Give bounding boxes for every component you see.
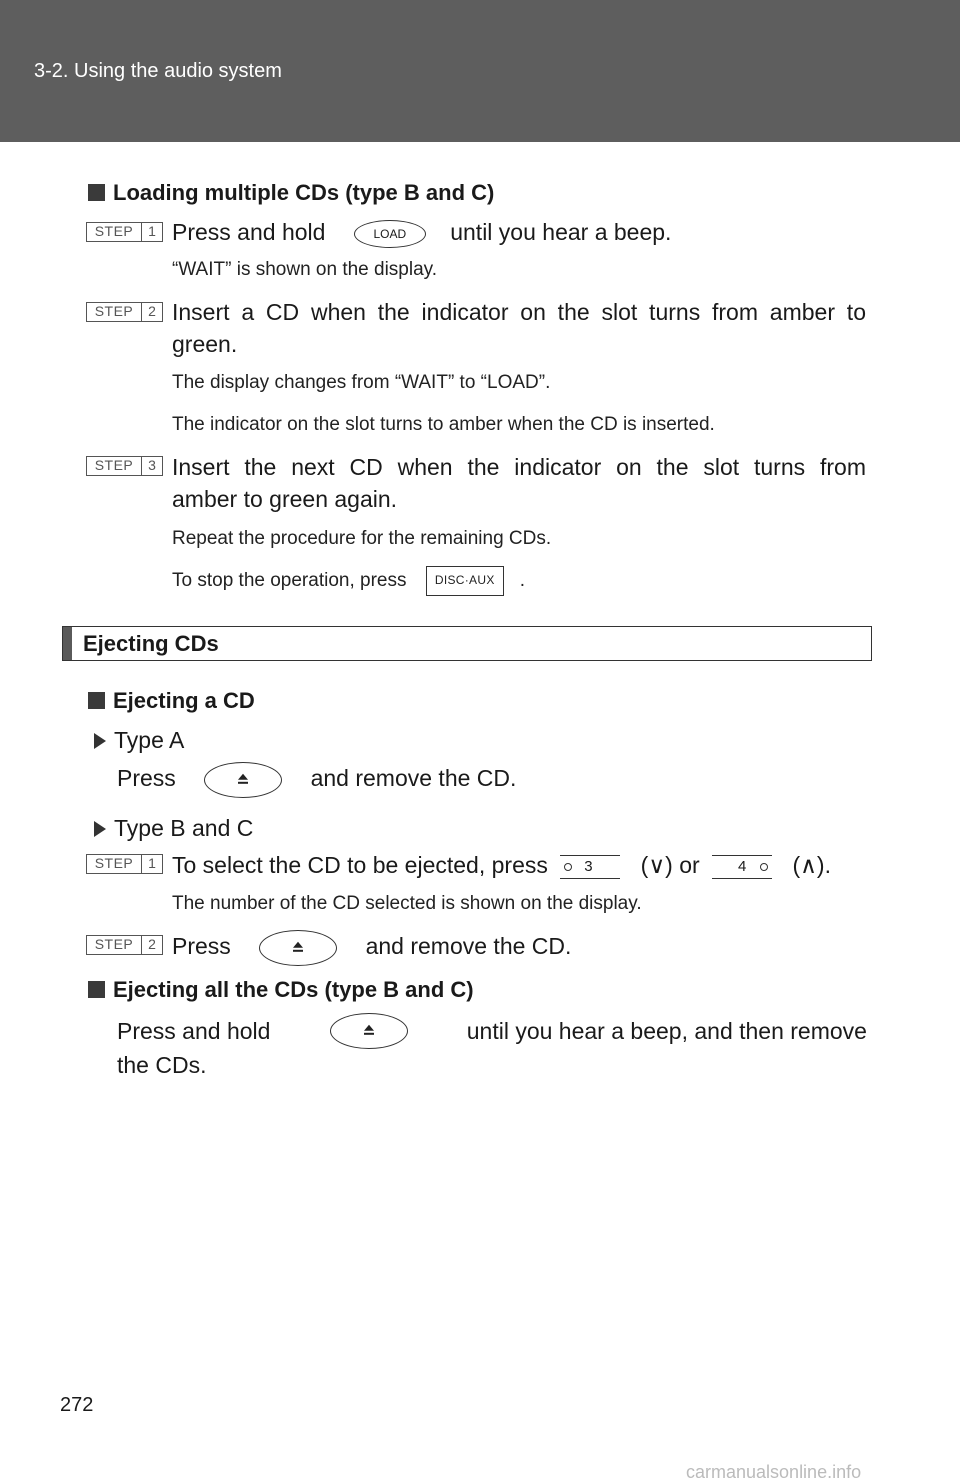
page-header: 3-2. Using the audio system — [0, 0, 960, 142]
section-title: 3-2. Using the audio system — [34, 60, 282, 82]
square-bullet-icon — [88, 692, 105, 709]
loading-heading: Loading multiple CDs (type B and C) — [88, 180, 494, 206]
eject-icon — [293, 941, 304, 952]
dot-icon — [760, 862, 769, 871]
loading-step1-note: “WAIT” is shown on the display. — [172, 259, 438, 280]
section-bar-ejecting: Ejecting CDs — [62, 626, 872, 661]
eject-button[interactable] — [259, 930, 338, 966]
type-a-text: Press and remove the CD. — [117, 762, 516, 798]
loading-step3-note2: To stop the operation, press DISC·AUX. — [172, 566, 525, 596]
loading-step3-note1: Repeat the procedure for the remaining C… — [172, 528, 552, 549]
loading-step2-note2: The indicator on the slot turns to amber… — [172, 414, 715, 435]
eject-all-text: Press and hold until you hear a beep, an… — [117, 1013, 867, 1081]
type-bc-label: Type B and C — [94, 812, 253, 844]
loading-step2-text: Insert a CD when the indicator on the sl… — [172, 299, 866, 357]
section-bar-title: Ejecting CDs — [83, 631, 219, 656]
eject-button[interactable] — [329, 1013, 408, 1049]
loading-step1-text: Press and hold LOAD until you hear a bee… — [172, 216, 671, 248]
eject-icon — [363, 1024, 374, 1035]
eject-all-heading-text: Ejecting all the CDs (type B and C) — [113, 977, 474, 1002]
section-bar-accent — [63, 627, 72, 660]
square-bullet-icon — [88, 184, 105, 201]
eject-one-heading: Ejecting a CD — [88, 688, 255, 714]
square-bullet-icon — [88, 981, 105, 998]
arrow-bullet-icon — [94, 733, 106, 749]
type-bc-step1-text: To select the CD to be ejected, press 3 … — [172, 852, 831, 879]
watermark: carmanualsonline.info — [686, 1462, 862, 1482]
type-bc-step2-text: Press and remove the CD. — [172, 930, 571, 966]
loading-heading-text: Loading multiple CDs (type B and C) — [113, 180, 495, 205]
type-bc-step1-note: The number of the CD selected is shown o… — [172, 893, 642, 914]
loading-step3-text: Insert the next CD when the indicator on… — [172, 454, 866, 512]
dot-icon — [564, 862, 573, 871]
load-button[interactable]: LOAD — [353, 219, 426, 248]
eject-button[interactable] — [204, 762, 283, 798]
loading-step2-note1: The display changes from “WAIT” to “LOAD… — [172, 372, 551, 393]
disc-aux-button[interactable]: DISC·AUX — [425, 566, 504, 596]
type-a-label: Type A — [94, 724, 184, 756]
eject-all-heading: Ejecting all the CDs (type B and C) — [88, 977, 474, 1003]
preset-3-button[interactable]: 3 — [560, 854, 621, 879]
page-number: 272 — [60, 1394, 94, 1416]
eject-icon — [238, 773, 249, 784]
eject-one-heading-text: Ejecting a CD — [113, 688, 255, 713]
preset-4-button[interactable]: 4 — [712, 854, 773, 879]
arrow-bullet-icon — [94, 821, 106, 837]
